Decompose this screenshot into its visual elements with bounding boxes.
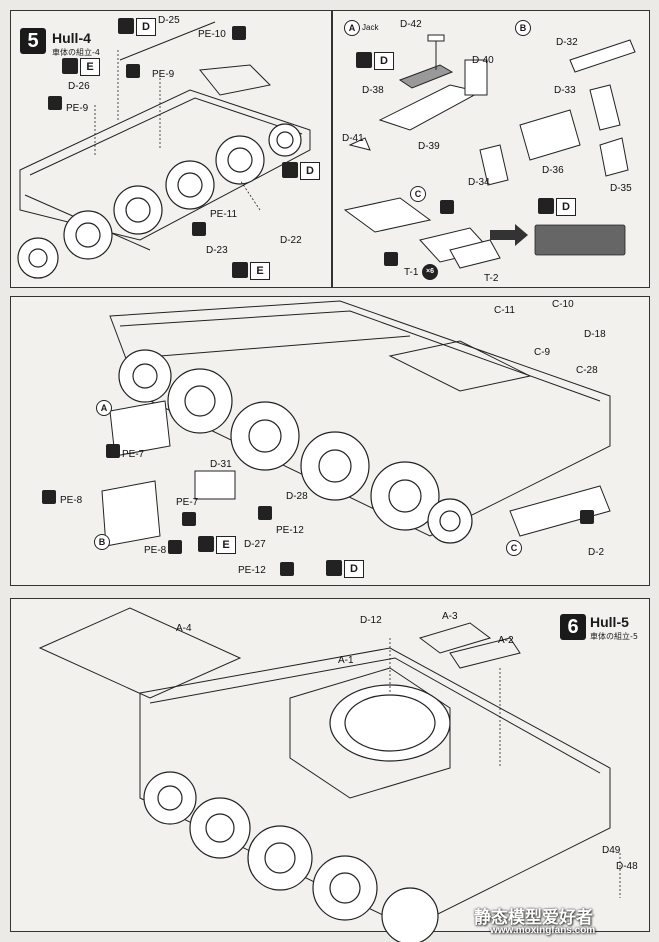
part-label: C-10 (552, 299, 574, 310)
color-icon (326, 560, 342, 576)
part-label: D-27 (244, 539, 266, 550)
part-label: D-36 (542, 165, 564, 176)
color-code-badge: E (250, 262, 270, 280)
part-label: D-23 (206, 245, 228, 256)
part-label: D-34 (468, 177, 490, 188)
part-label: T-2 (484, 273, 499, 284)
step6-title: Hull-5 (590, 614, 629, 630)
inset-b-marker: B (515, 20, 531, 36)
color-icon (538, 198, 554, 214)
part-label: C-11 (494, 305, 515, 316)
color-icon (232, 262, 248, 278)
quantity-badge: ×6 (422, 264, 438, 280)
step5-title: Hull-4 (52, 30, 91, 46)
watermark-url: www.moxingfans.com (490, 925, 596, 936)
part-label: A-3 (442, 611, 458, 622)
color-icon (118, 18, 134, 34)
step-number-5: 5 (20, 28, 46, 54)
part-label: D-26 (68, 81, 90, 92)
part-label: D49 (602, 845, 621, 856)
part-label: PE-7 (176, 497, 199, 508)
part-label: PE-9 (152, 69, 175, 80)
watermark-logo: 静态模型爱好者 (474, 908, 593, 928)
part-label: PE-8 (60, 495, 83, 506)
part-label: D-28 (286, 491, 308, 502)
glue-icon (48, 96, 62, 110)
part-label: D-40 (472, 55, 494, 66)
side-boxes-drawing (479, 39, 636, 186)
step-number-6: 6 (560, 614, 586, 640)
glue-icon (106, 444, 120, 458)
callout-c-marker: C (506, 540, 522, 556)
part-label: A-4 (176, 623, 192, 634)
callout-b-marker: B (94, 534, 110, 550)
part-label: D-38 (362, 85, 384, 96)
color-icon (282, 162, 298, 178)
part-label: PE-8 (144, 545, 167, 556)
glue-icon (440, 200, 454, 214)
step5-hull-drawing (17, 21, 311, 279)
part-label: D-39 (418, 141, 440, 152)
part-label: PE-12 (238, 565, 266, 576)
part-label: D-33 (554, 85, 576, 96)
glue-icon (182, 512, 196, 526)
inset-a-marker: A (344, 20, 360, 36)
glue-icon (168, 540, 182, 554)
step6-hull-drawing (38, 607, 621, 942)
part-label: D-41 (342, 133, 364, 144)
part-label: D-18 (584, 329, 606, 340)
part-label: PE-10 (198, 29, 226, 40)
callout-a-marker: A (96, 400, 112, 416)
part-label: D-42 (400, 19, 422, 30)
color-code-badge: E (216, 536, 236, 554)
part-label: PE-9 (66, 103, 89, 114)
part-label: PE-12 (276, 525, 304, 536)
part-label: PE-7 (122, 449, 145, 460)
glue-icon (280, 562, 294, 576)
part-label: A-2 (498, 635, 514, 646)
glue-icon (126, 64, 140, 78)
part-label: PE-11 (210, 209, 238, 220)
part-label: D-12 (360, 615, 382, 626)
color-code-badge: D (300, 162, 320, 180)
color-icon (62, 58, 78, 74)
color-code-badge: D (556, 198, 576, 216)
part-label: D-32 (556, 37, 578, 48)
part-label: C-9 (534, 347, 551, 358)
part-label: T-1 (404, 267, 419, 278)
glue-icon (258, 506, 272, 520)
step5-subtitle: 車体の組立-4 (52, 48, 100, 57)
part-label: A-1 (338, 655, 354, 666)
track-links-drawing (343, 197, 626, 269)
part-label: C-28 (576, 365, 598, 376)
color-code-badge: D (344, 560, 364, 578)
hull-detail-drawing (101, 300, 611, 547)
part-label: D-25 (158, 15, 180, 26)
jack-label: Jack (362, 23, 379, 32)
color-icon (198, 536, 214, 552)
part-label: D-48 (616, 861, 638, 872)
glue-icon (192, 222, 206, 236)
part-label: D-35 (610, 183, 632, 194)
glue-icon (232, 26, 246, 40)
part-label: D-31 (210, 459, 232, 470)
step6-subtitle: 車体の組立-5 (590, 632, 638, 641)
inset-c-marker: C (410, 186, 426, 202)
glue-icon (42, 490, 56, 504)
color-code-badge: D (136, 18, 156, 36)
part-label: D-2 (588, 547, 605, 558)
glue-icon (384, 252, 398, 266)
glue-icon (580, 510, 594, 524)
color-icon (356, 52, 372, 68)
jack-assembly-drawing (348, 34, 488, 151)
color-code-badge: D (374, 52, 394, 70)
part-label: D-22 (280, 235, 302, 246)
color-code-badge: E (80, 58, 100, 76)
